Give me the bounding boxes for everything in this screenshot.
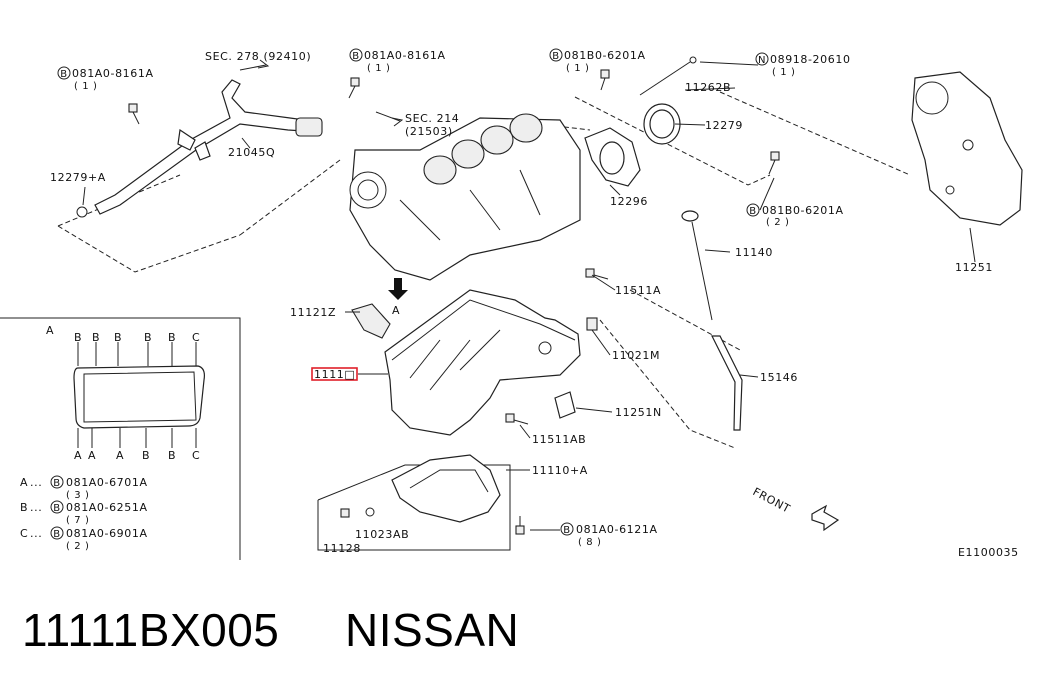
caption: 11111BX005 NISSAN bbox=[22, 604, 519, 656]
caption-brand: NISSAN bbox=[345, 604, 519, 656]
label-bolt-mid: 081B0-6201A bbox=[762, 204, 844, 217]
svg-text:...: ... bbox=[30, 476, 42, 489]
seal-retainer-12296 bbox=[584, 127, 641, 187]
label-bolt-mid-qty: ( 2 ) bbox=[766, 217, 790, 228]
svg-text:B: B bbox=[749, 206, 756, 217]
legend-bottom-1: A bbox=[116, 449, 124, 462]
part-labels: SEC. 278 (92410) 081A0-8161A ( 1 ) 081A0… bbox=[50, 49, 1019, 559]
label-21045q: 21045Q bbox=[228, 146, 275, 159]
label-12279a: 12279+A bbox=[50, 171, 106, 184]
view-a-arrow bbox=[388, 278, 408, 300]
section-arrows bbox=[239, 59, 404, 127]
legend-row-a-part: 081A0-6701A bbox=[66, 476, 148, 489]
label-11110a: 11110+A bbox=[532, 464, 588, 477]
svg-text:...: ... bbox=[30, 501, 42, 514]
legend-row-a-qty: ( 3 ) bbox=[66, 490, 90, 501]
label-bolt-bottom: 081A0-6121A bbox=[576, 523, 658, 536]
oil-pan-lower-box bbox=[317, 454, 511, 551]
label-11251n: 11251N bbox=[615, 406, 662, 419]
label-12296: 12296 bbox=[610, 195, 648, 208]
legend-bottom-0: A bbox=[88, 449, 96, 462]
legend-row-b-qty: ( 7 ) bbox=[66, 515, 90, 526]
gasket-bolt-legend bbox=[0, 317, 241, 560]
rear-plate-11251 bbox=[911, 71, 1023, 226]
label-12279: 12279 bbox=[705, 119, 743, 132]
svg-text:B: B bbox=[352, 51, 359, 62]
view-marker-a: A bbox=[392, 304, 400, 317]
label-front: FRONT bbox=[751, 485, 793, 516]
label-11511a: 11511A bbox=[615, 284, 661, 297]
label-11023ab: 11023AB bbox=[355, 528, 409, 541]
label-11262b: 11262B bbox=[685, 81, 731, 94]
label-bolt-bottom-qty: ( 8 ) bbox=[578, 537, 602, 548]
legend-row-b-part: 081A0-6251A bbox=[66, 501, 148, 514]
legend-row-a-key: A bbox=[20, 476, 28, 489]
legend-bottom-ticks bbox=[77, 428, 197, 448]
legend-top-2: B bbox=[144, 331, 152, 344]
adapter-11121z bbox=[351, 303, 391, 339]
legend-top-5: C bbox=[192, 331, 200, 344]
diagram-code: E1100035 bbox=[958, 546, 1019, 559]
svg-text:B: B bbox=[53, 478, 60, 489]
legend-bottom-3: B bbox=[142, 449, 150, 462]
legend-top-1: B bbox=[114, 331, 122, 344]
legend-text: A B B B B B C A A A B B C A ... 081A0-67… bbox=[20, 324, 200, 552]
label-leader-lines bbox=[82, 61, 976, 531]
oil-pipe-21045q bbox=[76, 79, 323, 218]
oil-seal-12279 bbox=[643, 103, 681, 145]
svg-text:...: ... bbox=[30, 527, 42, 540]
label-bolt-top-qty: ( 1 ) bbox=[367, 63, 391, 74]
legend-top-first: B bbox=[74, 331, 82, 344]
dipstick-11140 bbox=[681, 210, 713, 321]
oil-pan-upper bbox=[384, 289, 581, 436]
label-11121z: 11121Z bbox=[290, 306, 336, 319]
legend-row-c-key: C bbox=[20, 527, 28, 540]
cylinder-block bbox=[349, 113, 581, 281]
front-arrow-icon bbox=[811, 504, 840, 532]
label-sec214-b: (21503) bbox=[405, 125, 453, 138]
label-bolt-top2: 081B0-6201A bbox=[564, 49, 646, 62]
label-11140: 11140 bbox=[735, 246, 773, 259]
label-nut: 08918-20610 bbox=[770, 53, 851, 66]
svg-text:B: B bbox=[53, 503, 60, 514]
label-bolt-tl-qty: ( 1 ) bbox=[74, 81, 98, 92]
baffle-11251n bbox=[554, 391, 576, 419]
label-bolt-top2-qty: ( 1 ) bbox=[566, 63, 590, 74]
legend-row-c-qty: ( 2 ) bbox=[66, 541, 90, 552]
legend-bottom-4: B bbox=[168, 449, 176, 462]
circled-prefixes: B B B N B B B B B bbox=[50, 48, 769, 540]
label-nut-qty: ( 1 ) bbox=[772, 67, 796, 78]
stud-11262b bbox=[639, 56, 697, 96]
label-highlighted-part: 1111□ bbox=[314, 368, 355, 381]
label-11251: 11251 bbox=[955, 261, 993, 274]
label-11128: 11128 bbox=[323, 542, 361, 555]
highlighted-part-box bbox=[311, 367, 358, 381]
legend-row-b-key: B bbox=[20, 501, 28, 514]
svg-text:B: B bbox=[552, 51, 559, 62]
legend-top-0: B bbox=[92, 331, 100, 344]
drain-plug-11021m bbox=[586, 317, 598, 331]
label-sec214-a: SEC. 214 bbox=[405, 112, 459, 125]
label-11511ab: 11511AB bbox=[532, 433, 586, 446]
bolt-icons bbox=[128, 69, 780, 535]
label-bolt-top: 081A0-8161A bbox=[364, 49, 446, 62]
legend-top-ticks bbox=[77, 342, 197, 366]
caption-part-number: 11111BX005 bbox=[22, 604, 279, 656]
legend-row-c-part: 081A0-6901A bbox=[66, 527, 148, 540]
svg-text:B: B bbox=[563, 525, 570, 536]
legend-title: A bbox=[46, 324, 54, 337]
legend-top-3: B bbox=[168, 331, 176, 344]
legend-bottom-first: A bbox=[74, 449, 82, 462]
dipstick-guide-15146 bbox=[711, 335, 743, 431]
label-sec278: SEC. 278 (92410) bbox=[205, 50, 311, 63]
label-bolt-tl: 081A0-8161A bbox=[72, 67, 154, 80]
label-15146: 15146 bbox=[760, 371, 798, 384]
svg-text:N: N bbox=[758, 55, 766, 66]
legend-bottom-5: C bbox=[192, 449, 200, 462]
svg-text:B: B bbox=[60, 69, 67, 80]
svg-text:B: B bbox=[53, 529, 60, 540]
label-11021m: 11021M bbox=[612, 349, 660, 362]
